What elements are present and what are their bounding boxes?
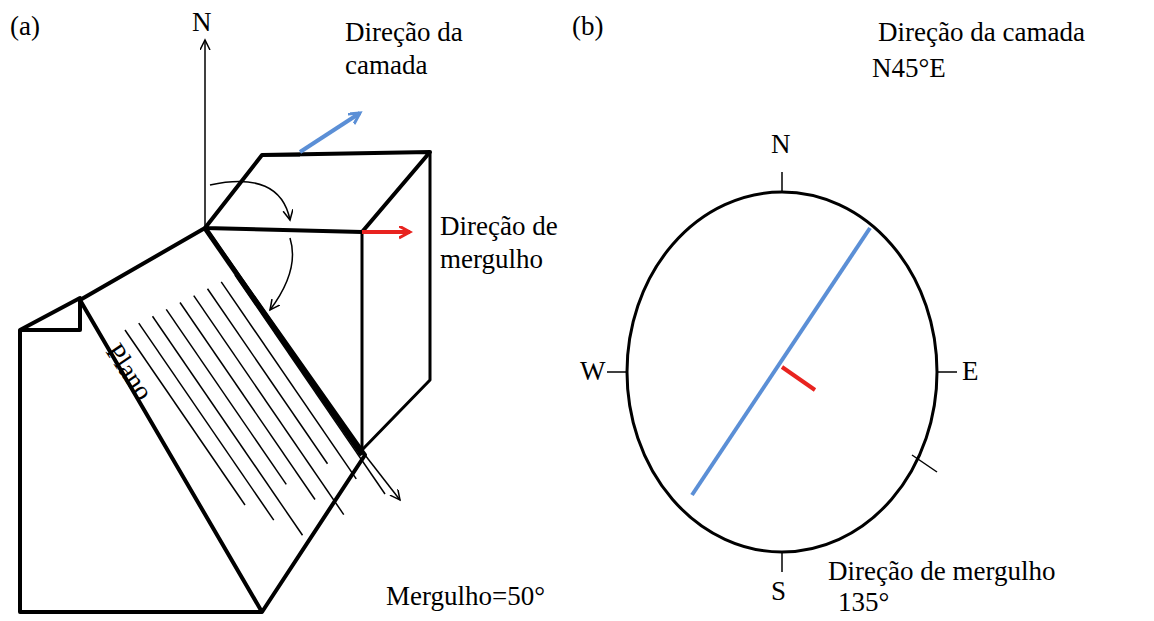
strike-label: Direção da camada (345, 16, 545, 82)
plane-hatching (125, 275, 385, 535)
strike-label: Direção da camada (878, 16, 1085, 49)
strike-value: N45°E (872, 52, 946, 85)
orientation-arrows (205, 40, 410, 500)
east-label: E (962, 355, 979, 388)
dip-direction-label: Direção de mergulho (440, 210, 630, 276)
compass (607, 172, 957, 572)
north-label: N (192, 6, 212, 39)
dip-direction-label: Direção de mergulho (828, 555, 1055, 588)
dip-label: Mergulho=50° (386, 580, 545, 613)
south-label: S (771, 575, 786, 608)
dip-direction-value: 135° (838, 586, 889, 619)
panel-letter: (a) (10, 10, 40, 43)
rock-block (20, 152, 430, 612)
panel-letter: (b) (572, 10, 603, 43)
west-label: W (580, 355, 605, 388)
north-label: N (771, 128, 791, 161)
